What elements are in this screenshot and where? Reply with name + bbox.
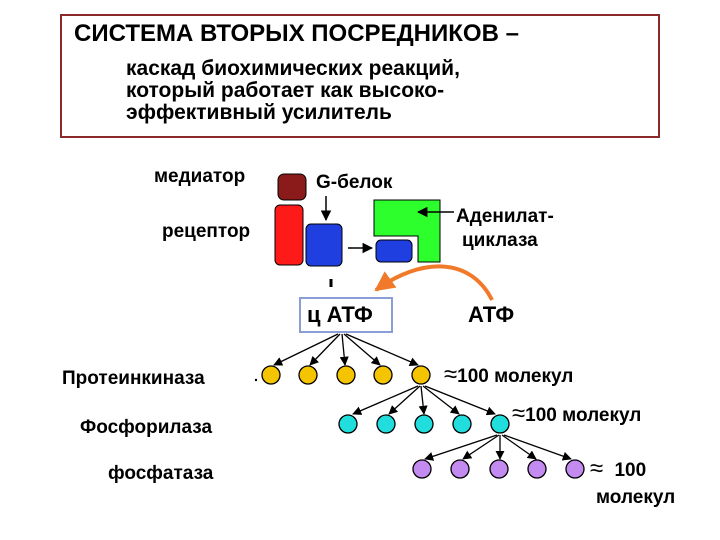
camp-box [299,297,393,333]
g-protein-label: G-белок [316,172,393,193]
page-title: СИСТЕМА ВТОРЫХ ПОСРЕДНИКОВ – [74,20,519,47]
mediator-label: медиатор [154,166,246,187]
level2-node [338,414,358,434]
level1-node [373,365,393,385]
level2-node [414,414,434,434]
level3-arrows [424,434,572,461]
g-protein-shape [305,223,343,267]
approx-sign: ≈ [444,361,458,388]
level1-nodes [261,365,431,385]
amplification-level-3: ≈ 100 [590,455,647,482]
level1-arrows [273,333,419,366]
phosphatase-label: фосфатаза [108,463,214,484]
level2-node [376,414,396,434]
phosphorylase-label: Фосфорилаза [80,417,213,438]
protein-kinase-label: Протеинкиназа [62,368,205,389]
amplification-level-3-text-line-1: 100 [614,460,647,481]
mediator-shape [277,173,307,201]
level1-node [298,365,318,385]
approx-sign: ≈ [590,455,604,482]
atp-label: АТФ [468,302,515,327]
adenylate-cyclase-label-line-2: циклаза [462,230,538,251]
level3-node [489,459,509,479]
level2-node [452,414,472,434]
level3-node [450,459,470,479]
level3-nodes [412,459,585,479]
subtitle-line-3: эффективный усилитель [126,101,392,124]
level1-node [261,365,281,385]
approx-sign: ≈ [512,400,526,427]
level2-nodes [338,414,510,434]
amplification-level-2-text: 100 молекул [525,405,642,426]
level1-node [411,365,431,385]
subtitle-line-1: каскад биохимических реакций, [126,57,460,80]
receptor-label: рецептор [162,221,251,242]
amplification-level-3-line-2: молекул [596,487,676,508]
subtitle-line-2: который работает как высоко- [126,79,445,102]
cyclase-subunit-shape [375,239,413,263]
amplification-level-1: ≈100 молекул [444,361,574,388]
level2-node [490,414,510,434]
atp-to-camp-arrow [374,264,494,301]
receptor-shape [274,204,304,266]
amplification-level-2: ≈100 молекул [512,400,642,427]
amplification-level-1-text: 100 молекул [457,366,574,387]
level3-node [565,459,585,479]
protein-kinase-dot [254,378,258,382]
adenylate-cyclase-label-line-1: Аденилат- [456,206,554,227]
level3-node [527,459,547,479]
level2-arrows [352,385,496,416]
camp-label: ц АТФ [307,302,373,327]
header-frame [60,14,660,138]
level3-node [412,459,432,479]
page-subtitle: каскад биохимических реакций, который ра… [126,58,460,124]
level1-node [336,365,356,385]
